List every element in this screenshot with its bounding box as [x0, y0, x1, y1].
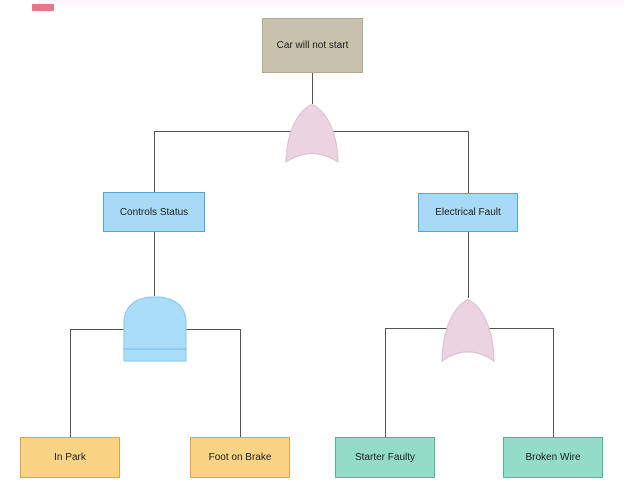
node-starter-faulty: Starter Faulty	[335, 437, 435, 478]
red-watermark	[32, 4, 54, 11]
node-foot-on-brake: Foot on Brake	[190, 437, 290, 478]
node-controls-status-label: Controls Status	[119, 206, 189, 218]
node-foot-on-brake-label: Foot on Brake	[208, 452, 272, 463]
connector-to-electrical-fault	[468, 131, 469, 193]
node-top-event: Car will not start	[262, 18, 363, 73]
node-in-park-label: In Park	[54, 452, 86, 463]
or-gate-root	[285, 103, 339, 164]
connector-to-foot-on-brake	[240, 329, 241, 437]
or-gate-icon	[441, 298, 495, 363]
connector-to-starter-faulty	[385, 328, 386, 437]
connector-to-controls-status	[154, 131, 155, 192]
connector-top-event-to-gate	[312, 73, 313, 104]
node-in-park: In Park	[20, 437, 120, 478]
and-gate-left	[123, 296, 187, 362]
or-gate-icon	[285, 103, 339, 164]
connector-controls-to-and-gate	[154, 232, 155, 296]
node-electrical-fault: Electrical Fault	[418, 193, 518, 232]
connector-to-in-park	[70, 329, 71, 437]
node-controls-status: Controls Status	[103, 192, 205, 232]
node-starter-faulty-label: Starter Faulty	[354, 452, 416, 463]
node-top-event-label: Car will not start	[276, 40, 349, 51]
connector-to-broken-wire	[553, 328, 554, 437]
node-electrical-fault-label: Electrical Fault	[435, 207, 501, 218]
top-gradient-band	[38, 0, 624, 9]
and-gate-icon	[123, 296, 187, 362]
or-gate-right	[441, 298, 495, 363]
node-broken-wire-label: Broken Wire	[525, 452, 581, 463]
connector-electrical-to-or-gate	[468, 232, 469, 298]
node-broken-wire: Broken Wire	[503, 437, 603, 478]
